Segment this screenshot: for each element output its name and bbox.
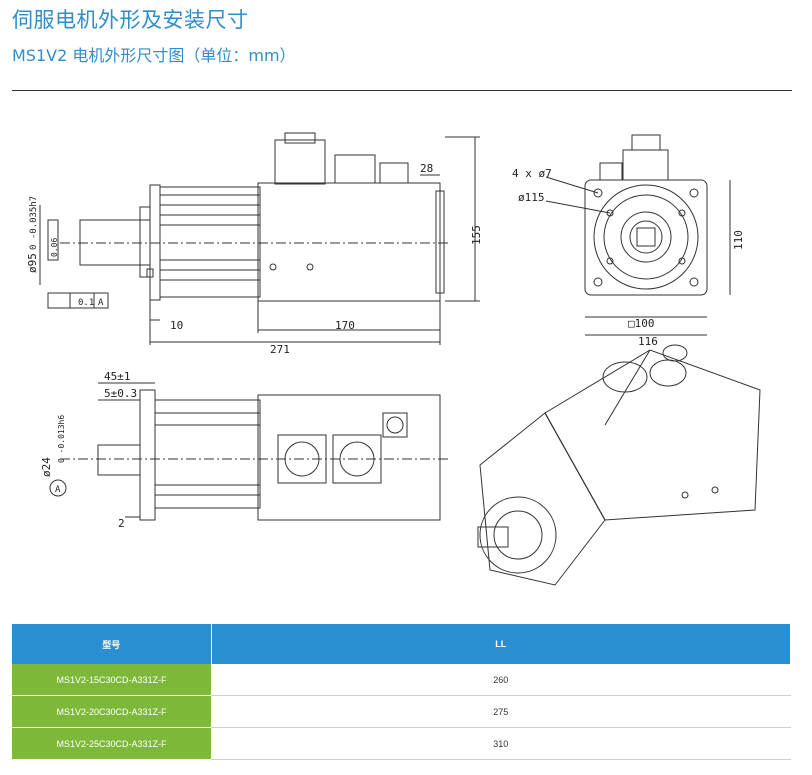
page-title: 伺服电机外形及安装尺寸 bbox=[12, 8, 249, 32]
spec-table: 型号 LL MS1V2-15C30CD-A331Z-F 260 MS1V2-20… bbox=[12, 624, 791, 760]
isometric-view bbox=[477, 344, 761, 586]
dim-116: 116 bbox=[638, 335, 658, 348]
shaft-tolerance: 0 -0.013h6 bbox=[57, 415, 66, 463]
page-subtitle: MS1V2 电机外形尺寸图（单位：mm） bbox=[12, 46, 296, 65]
dim-5: 5±0.3 bbox=[104, 387, 137, 400]
model-cell: MS1V2-20C30CD-A331Z-F bbox=[12, 695, 211, 728]
side-view bbox=[39, 132, 480, 345]
dim-28: 28 bbox=[420, 162, 433, 175]
bolt-circle-label: ø115 bbox=[518, 191, 545, 204]
dim-45: 45±1 bbox=[104, 370, 131, 383]
flange-diameter: ø95 bbox=[26, 253, 39, 273]
dim-2: 2 bbox=[118, 517, 125, 530]
divider bbox=[12, 90, 792, 91]
table-row: MS1V2-25C30CD-A331Z-F 310 bbox=[12, 727, 791, 760]
flange-tolerance: 0 -0.035h7 bbox=[29, 196, 39, 250]
table-row: MS1V2-15C30CD-A331Z-F 260 bbox=[12, 664, 791, 696]
header-model: 型号 bbox=[12, 624, 212, 664]
gdt-perpendicularity: 0.1 bbox=[78, 298, 94, 308]
datum-a: A bbox=[55, 485, 61, 495]
dim-100: □100 bbox=[628, 317, 655, 330]
ll-cell: 275 bbox=[211, 695, 791, 728]
front-view bbox=[545, 134, 731, 336]
model-cell: MS1V2-15C30CD-A331Z-F bbox=[12, 664, 211, 696]
gdt-runout: 0.06 bbox=[50, 238, 59, 257]
ll-cell: 260 bbox=[211, 664, 791, 696]
dim-110: 110 bbox=[732, 230, 745, 250]
shaft-diameter: ø24 bbox=[40, 457, 53, 477]
motor-dimension-drawing: 28 155 10 170 271 ø95 0 -0.035h7 0.1 A 0… bbox=[26, 132, 761, 586]
dim-170: 170 bbox=[335, 319, 355, 332]
top-view bbox=[49, 382, 450, 521]
holes-label: 4 x ø7 bbox=[512, 167, 552, 180]
dim-10: 10 bbox=[170, 319, 183, 332]
dim-271: 271 bbox=[270, 343, 290, 356]
ll-cell: 310 bbox=[211, 727, 791, 760]
gdt-datum-ref: A bbox=[98, 298, 104, 308]
table-row: MS1V2-20C30CD-A331Z-F 275 bbox=[12, 695, 791, 728]
model-cell: MS1V2-25C30CD-A331Z-F bbox=[12, 727, 211, 760]
dim-155: 155 bbox=[470, 225, 483, 245]
header-ll: LL bbox=[211, 624, 791, 664]
